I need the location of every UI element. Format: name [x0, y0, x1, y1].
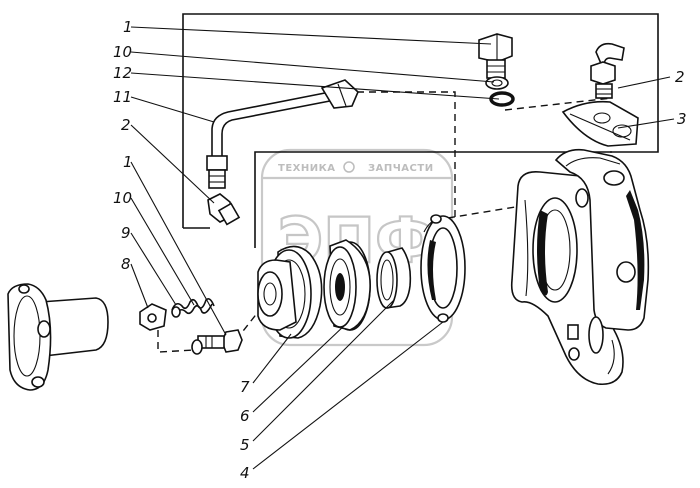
- callout-2-right: 2: [675, 68, 685, 86]
- sealing-ring: [489, 91, 515, 107]
- callout-9: 9: [121, 224, 131, 242]
- watermark-text-right: ЗАПЧАСТИ: [368, 163, 434, 174]
- callout-4: 4: [240, 464, 250, 482]
- leader-lines: [130, 26, 675, 470]
- callout-12: 12: [113, 64, 132, 82]
- spring-washer-top: [485, 76, 509, 90]
- callout-5: 5: [240, 436, 250, 454]
- callout-7: 7: [240, 378, 250, 396]
- bracket-plate: [561, 100, 639, 147]
- spacer-sleeve: [376, 247, 412, 309]
- callout-labels: 1 10 12 11 2 1 10 9 8 2 3 7 6 5 4: [113, 18, 687, 482]
- callout-2-left: 2: [121, 116, 131, 134]
- callout-8: 8: [121, 255, 131, 273]
- callout-1-top: 1: [123, 18, 133, 36]
- grease-fitting-right: [590, 42, 625, 99]
- bearing-cover: [257, 245, 323, 339]
- callout-10-top: 10: [113, 43, 132, 61]
- callout-3: 3: [677, 110, 687, 128]
- bearing: [323, 239, 371, 331]
- watermark-text-left: ТЕХНИКА: [278, 163, 336, 174]
- oil-fitting-left: [207, 193, 241, 226]
- bolt-lower: [191, 329, 243, 355]
- callout-6: 6: [240, 407, 250, 425]
- callout-10-lower: 10: [113, 189, 132, 207]
- spring-lower: [171, 298, 215, 318]
- lock-plate: [139, 303, 167, 331]
- gasket-flange: [420, 214, 466, 323]
- bolt-top: [478, 33, 513, 79]
- housing: [510, 148, 650, 386]
- assembly-frame: [182, 13, 659, 248]
- callout-1-lower: 1: [123, 153, 133, 171]
- gear-icon: [343, 161, 355, 173]
- callout-11: 11: [113, 88, 132, 106]
- end-cap: [7, 283, 109, 391]
